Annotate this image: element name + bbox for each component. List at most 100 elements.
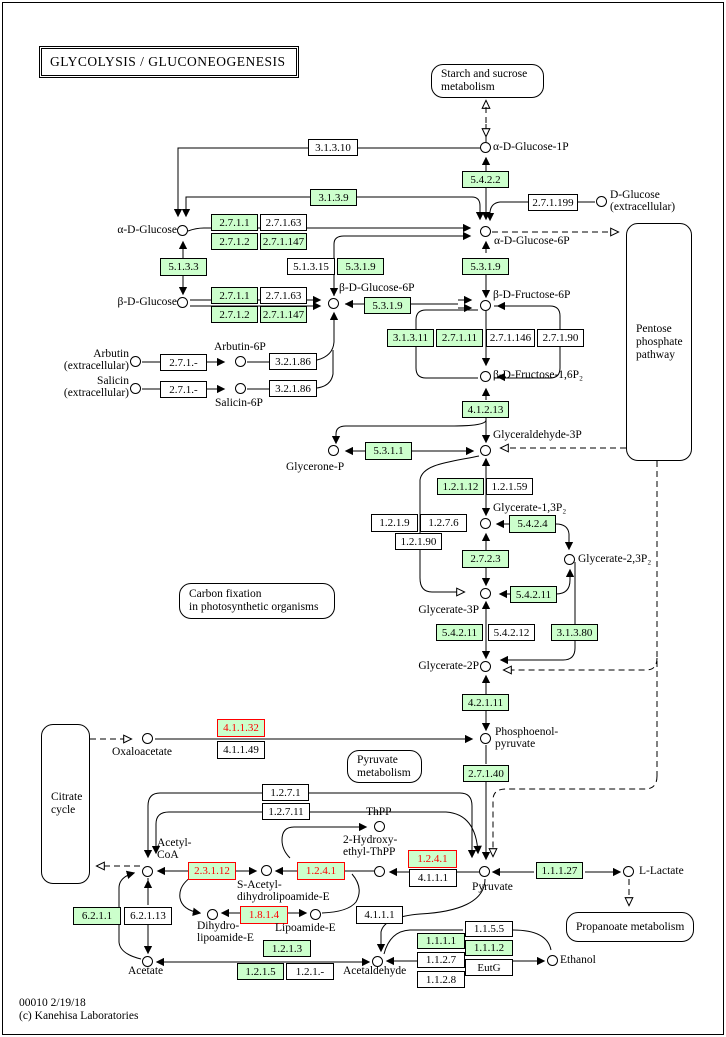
metabolite-glycerate-2p[interactable] (480, 661, 491, 672)
enzyme-box-1-2-1[interactable]: 1.2.1.- (286, 963, 334, 980)
enzyme-box-4-1-1-1[interactable]: 4.1.1.1 (356, 906, 403, 924)
enzyme-box-2-7-1-2[interactable]: 2.7.1.2 (211, 306, 258, 323)
enzyme-box-1-2-1-12[interactable]: 1.2.1.12 (437, 478, 484, 495)
enzyme-box-1-1-1-1[interactable]: 1.1.1.1 (417, 933, 465, 949)
metabolite-phosphoenolpyruvate[interactable] (480, 733, 491, 744)
pathway-link-pentose[interactable]: Pentose phosphate pathway (626, 223, 692, 461)
metabolite-beta-d-fructose-1-6p2[interactable] (480, 371, 491, 382)
metabolite-acetyl-coa[interactable] (142, 866, 153, 877)
metabolite-beta-d-fructose-6p[interactable] (480, 300, 491, 311)
enzyme-box-1-2-7-6[interactable]: 1.2.7.6 (420, 514, 467, 532)
enzyme-box-2-7-1-1[interactable]: 2.7.1.1 (211, 214, 258, 231)
metabolite-glycerate-3p[interactable] (480, 588, 491, 599)
metabolite-glyceraldehyde-3p[interactable] (480, 445, 491, 456)
metabolite-salicin-extracellular[interactable] (130, 383, 141, 394)
enzyme-box-5-4-2-4[interactable]: 5.4.2.4 (509, 515, 556, 533)
enzyme-box-3-1-3-11[interactable]: 3.1.3.11 (387, 329, 434, 347)
metabolite-alpha-d-glucose-1p[interactable] (480, 142, 491, 153)
enzyme-box-5-4-2-12[interactable]: 5.4.2.12 (488, 624, 535, 641)
enzyme-box-5-4-2-11[interactable]: 5.4.2.11 (436, 624, 483, 641)
metabolite-d-glucose-extracellular[interactable] (596, 196, 607, 207)
metabolite-salicin-6p[interactable] (235, 383, 246, 394)
enzyme-box-5-1-3-3[interactable]: 5.1.3.3 (160, 258, 207, 276)
enzyme-box-2-7-1-199[interactable]: 2.7.1.199 (528, 194, 578, 211)
enzyme-box-3-2-1-86[interactable]: 3.2.1.86 (269, 353, 317, 370)
metabolite-ethanol[interactable] (547, 955, 558, 966)
enzyme-box-eutg[interactable]: EutG (465, 959, 513, 976)
enzyme-box-3-1-3-80[interactable]: 3.1.3.80 (551, 624, 598, 641)
enzyme-box-3-2-1-86[interactable]: 3.2.1.86 (269, 380, 317, 397)
enzyme-box-1-2-1-3[interactable]: 1.2.1.3 (263, 940, 311, 957)
enzyme-box-3-1-3-9[interactable]: 3.1.3.9 (310, 189, 357, 206)
enzyme-box-2-3-1-12[interactable]: 2.3.1.12 (188, 862, 236, 880)
enzyme-box-1-2-1-90[interactable]: 1.2.1.90 (395, 533, 442, 550)
metabolite-glycerate-1-3p2[interactable] (480, 518, 491, 529)
enzyme-box-5-3-1-9[interactable]: 5.3.1.9 (364, 297, 411, 314)
pathway-link-carbon-fixation[interactable]: Carbon fixation in photosynthetic organi… (179, 583, 335, 619)
enzyme-box-1-1-2-8[interactable]: 1.1.2.8 (417, 971, 465, 988)
enzyme-box-1-2-4-1[interactable]: 1.2.4.1 (408, 850, 457, 868)
enzyme-box-3-1-3-10[interactable]: 3.1.3.10 (308, 139, 358, 156)
enzyme-box-5-4-2-11[interactable]: 5.4.2.11 (510, 586, 557, 603)
metabolite-acetate[interactable] (142, 956, 153, 967)
enzyme-box-2-7-1-146[interactable]: 2.7.1.146 (486, 329, 535, 347)
metabolite-2-hydroxyethyl-thpp[interactable] (374, 866, 385, 877)
metabolite-s-acetyl-dihydrolipoamide-e[interactable] (261, 865, 272, 876)
pathway-link-propanoate-metabolism[interactable]: Propanoate metabolism (566, 912, 694, 942)
enzyme-box-5-3-1-9[interactable]: 5.3.1.9 (337, 258, 384, 275)
enzyme-box-2-7-1-90[interactable]: 2.7.1.90 (537, 329, 584, 347)
enzyme-box-2-7-1[interactable]: 2.7.1.- (160, 354, 207, 371)
metabolite-beta-d-glucose-6p[interactable] (328, 298, 339, 309)
enzyme-box-5-3-1-9[interactable]: 5.3.1.9 (462, 258, 509, 275)
enzyme-box-4-2-1-11[interactable]: 4.2.1.11 (462, 694, 509, 711)
metabolite-oxaloacetate[interactable] (142, 733, 153, 744)
enzyme-box-2-7-1-11[interactable]: 2.7.1.11 (436, 329, 483, 347)
enzyme-box-2-7-1-147[interactable]: 2.7.1.147 (260, 233, 307, 250)
metabolite-l-lactate[interactable] (623, 866, 634, 877)
metabolite-glycerone-p[interactable] (328, 445, 339, 456)
metabolite-alpha-d-glucose-6p[interactable] (480, 226, 491, 237)
enzyme-box-1-2-7-11[interactable]: 1.2.7.11 (262, 803, 310, 820)
enzyme-box-6-2-1-1[interactable]: 6.2.1.1 (73, 907, 121, 925)
metabolite-lipoamide-e[interactable] (310, 909, 321, 920)
enzyme-box-2-7-1-63[interactable]: 2.7.1.63 (260, 287, 307, 304)
metabolite-beta-d-glucose[interactable] (177, 297, 188, 308)
metabolite-arbutin-extracellular[interactable] (130, 356, 141, 367)
enzyme-box-2-7-1-40[interactable]: 2.7.1.40 (463, 765, 509, 782)
metabolite-dihydrolipoamide-e[interactable] (207, 909, 218, 920)
enzyme-box-2-7-1-147[interactable]: 2.7.1.147 (260, 306, 307, 323)
enzyme-box-2-7-2-3[interactable]: 2.7.2.3 (462, 550, 509, 568)
enzyme-box-1-1-2-7[interactable]: 1.1.2.7 (417, 952, 465, 968)
enzyme-box-5-1-3-15[interactable]: 5.1.3.15 (287, 258, 335, 275)
metabolite-acetaldehyde[interactable] (372, 956, 383, 967)
metabolite-arbutin-6p[interactable] (235, 356, 246, 367)
enzyme-box-1-2-1-9[interactable]: 1.2.1.9 (371, 514, 418, 532)
enzyme-box-2-7-1-2[interactable]: 2.7.1.2 (211, 233, 258, 250)
enzyme-box-1-1-5-5[interactable]: 1.1.5.5 (465, 921, 513, 937)
enzyme-box-6-2-1-13[interactable]: 6.2.1.13 (124, 907, 172, 925)
enzyme-box-4-1-2-13[interactable]: 4.1.2.13 (462, 401, 509, 418)
metabolite-thpp[interactable] (374, 821, 385, 832)
enzyme-box-1-2-1-5[interactable]: 1.2.1.5 (237, 963, 284, 980)
metabolite-glycerate-2-3p2[interactable] (564, 554, 575, 565)
enzyme-box-4-1-1-1[interactable]: 4.1.1.1 (409, 869, 457, 887)
enzyme-box-1-1-1-27[interactable]: 1.1.1.27 (536, 862, 583, 879)
label-d-glucose: D-Glucose (extracellular) (610, 189, 676, 213)
enzyme-box-1-1-1-2[interactable]: 1.1.1.2 (465, 940, 513, 956)
enzyme-box-2-7-1[interactable]: 2.7.1.- (160, 381, 207, 398)
enzyme-box-5-4-2-2[interactable]: 5.4.2.2 (462, 171, 509, 188)
enzyme-box-5-3-1-1[interactable]: 5.3.1.1 (365, 442, 412, 460)
enzyme-box-4-1-1-32[interactable]: 4.1.1.32 (217, 719, 265, 737)
enzyme-box-1-2-7-1[interactable]: 1.2.7.1 (262, 784, 309, 801)
pathway-link-citrate[interactable]: Citrate cycle (41, 724, 90, 884)
enzyme-box-1-2-1-59[interactable]: 1.2.1.59 (486, 478, 533, 495)
pathway-link-pyruvate[interactable]: Pyruvate metabolism (347, 750, 422, 783)
enzyme-box-2-7-1-63[interactable]: 2.7.1.63 (260, 214, 307, 231)
enzyme-box-1-2-4-1[interactable]: 1.2.4.1 (297, 862, 345, 880)
metabolite-pyruvate[interactable] (479, 866, 490, 877)
metabolite-alpha-d-glucose[interactable] (177, 225, 188, 236)
enzyme-box-1-8-1-4[interactable]: 1.8.1.4 (240, 906, 288, 924)
enzyme-box-2-7-1-1[interactable]: 2.7.1.1 (211, 287, 258, 304)
enzyme-box-4-1-1-49[interactable]: 4.1.1.49 (217, 741, 265, 759)
pathway-link-starch-and-sucrose[interactable]: Starch and sucrose metabolism (431, 64, 544, 98)
